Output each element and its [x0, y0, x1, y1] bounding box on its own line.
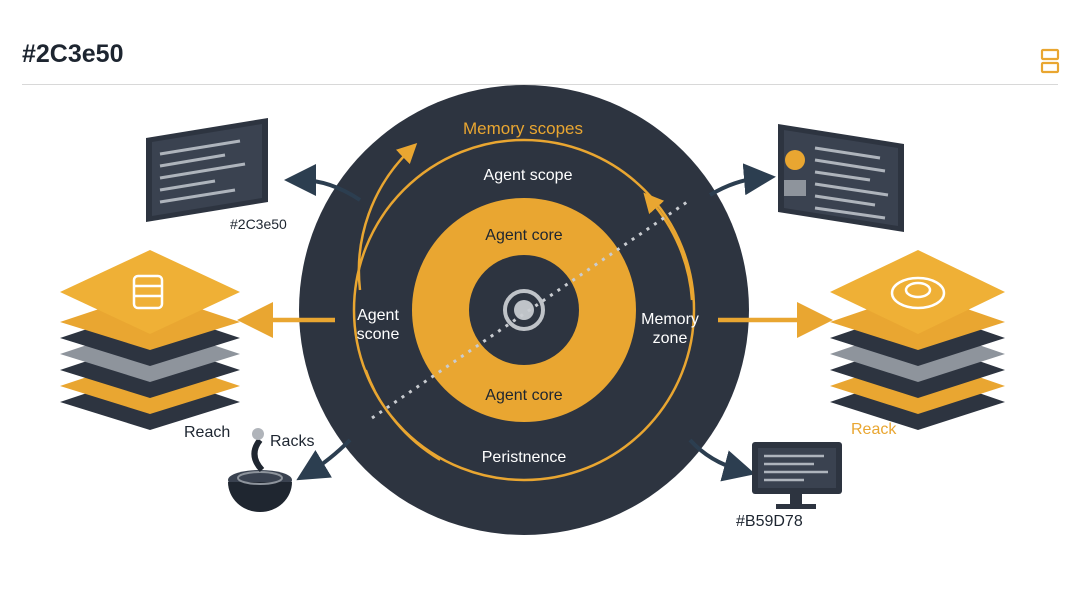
terminal-window-icon	[146, 118, 268, 222]
ring-label-top: Agent scope	[483, 167, 573, 184]
ring-label-right: Memory zone	[641, 310, 699, 348]
arrow-bottom-left	[296, 438, 352, 481]
layout-icon[interactable]	[1040, 48, 1060, 74]
terminal-caption: #2C3e50	[230, 216, 287, 232]
code-window-icon	[778, 124, 904, 232]
monitor-caption: #B59D78	[736, 513, 803, 530]
right-stack-label: Reack	[851, 421, 897, 438]
arrow-top-right	[708, 163, 776, 197]
ring-label-right-text: Memory zone	[641, 311, 699, 347]
arrow-bottom-right	[688, 438, 756, 482]
core-label-top: Agent core	[485, 227, 563, 244]
arrow-top-left	[284, 164, 362, 202]
diagonal-dotted-line	[371, 198, 691, 420]
scope-circle	[299, 85, 749, 535]
orbit-arc-left	[357, 143, 418, 291]
core-label-bottom: Agent core	[485, 387, 563, 404]
bowl-icon	[228, 428, 292, 512]
database-stack-icon	[60, 250, 240, 430]
orbit-arc-bottom-left	[365, 369, 441, 461]
page-title: #2C3e50	[22, 40, 124, 68]
left-stack-label: Reach	[184, 424, 231, 441]
outer-ring-title: Memory scopes	[463, 119, 583, 138]
ring-label-left-text: Agent scone	[356, 307, 400, 343]
ring-label-left: Agent scone	[357, 306, 400, 344]
storage-stack-icon	[830, 250, 1005, 430]
title-divider	[22, 84, 1058, 85]
monitor-icon	[752, 442, 842, 509]
ring-label-bottom: Peristnence	[481, 449, 567, 466]
orbit-arc-right	[643, 192, 694, 301]
bowl-label: Racks	[270, 433, 315, 450]
